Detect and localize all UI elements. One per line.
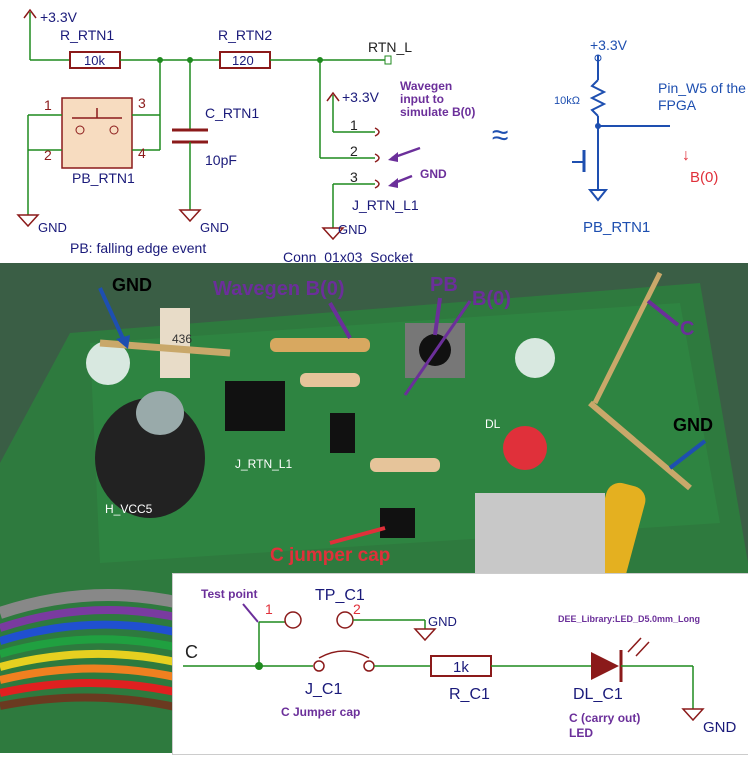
net-c-label: C: [185, 642, 198, 662]
svg-text:DEE_Library:LED_D5.0mm_Long: DEE_Library:LED_D5.0mm_Long: [558, 614, 700, 624]
pb-rtn1-label-text: PB_RTN1: [72, 170, 135, 186]
c-jumper-callout: C jumper cap: [270, 545, 390, 566]
svg-text:1: 1: [44, 97, 52, 113]
svg-text:1k: 1k: [453, 659, 469, 676]
r-rtn2-value: 120: [232, 53, 254, 68]
svg-text:GND: GND: [428, 614, 457, 629]
svg-text:2: 2: [353, 601, 361, 617]
r-rtn1-label: R_RTN1: [60, 27, 114, 43]
pb-callout: PB: [430, 274, 458, 296]
svg-text:GND: GND: [200, 220, 229, 235]
svg-text:436: 436: [172, 332, 192, 346]
svg-text:3: 3: [138, 95, 146, 111]
svg-text:10kΩ: 10kΩ: [554, 95, 580, 107]
svg-text:GND: GND: [338, 222, 367, 237]
svg-text:C_RTN1: C_RTN1: [205, 105, 259, 121]
svg-text:C (carry out): C (carry out): [569, 711, 640, 725]
svg-text:GND: GND: [420, 167, 447, 181]
gnd-callout-right: GND: [673, 415, 713, 435]
svg-text:DL: DL: [485, 417, 501, 431]
svg-text:DL_C1: DL_C1: [573, 686, 623, 703]
svg-text:LED: LED: [569, 726, 593, 740]
svg-text:↓: ↓: [682, 147, 690, 164]
svg-text:J_RTN_L1: J_RTN_L1: [235, 457, 292, 471]
svg-text:1: 1: [350, 117, 358, 133]
wavegen-note-text: Wavegen input to simulate B(0): [400, 80, 480, 119]
svg-text:C Jumper cap: C Jumper cap: [281, 705, 360, 719]
svg-text:2: 2: [350, 143, 358, 159]
svg-text:GND: GND: [703, 719, 737, 736]
svg-text:+3.3V: +3.3V: [590, 37, 628, 53]
wavegen-callout: Wavegen B(0): [213, 278, 345, 300]
r-rtn2-label: R_RTN2: [218, 27, 272, 43]
svg-text:H_VCC5: H_VCC5: [105, 502, 153, 516]
svg-text:1: 1: [265, 601, 273, 617]
svg-text:PB_RTN1: PB_RTN1: [583, 219, 650, 236]
pb-caption: PB: falling edge event: [70, 240, 206, 256]
vcc-label: +3.3V: [40, 9, 78, 25]
svg-text:+3.3V: +3.3V: [342, 89, 380, 105]
svg-text:10pF: 10pF: [205, 152, 237, 168]
svg-text:GND: GND: [38, 220, 67, 235]
svg-text:TP_C1: TP_C1: [315, 587, 365, 604]
bottom-schematic: Test point TP_C1 1 2 GND C J_C1 C Jumper…: [183, 587, 737, 740]
svg-text:2: 2: [44, 147, 52, 163]
b0-callout: B(0): [472, 288, 511, 310]
r-rtn1-value: 10k: [84, 53, 105, 68]
gnd-callout-top: GND: [112, 275, 152, 295]
pin-note: Pin_W5 of the FPGA: [658, 80, 746, 113]
svg-text:Conn_01x03_Socket: Conn_01x03_Socket: [283, 249, 413, 263]
rtn-l-label: RTN_L: [368, 39, 412, 55]
svg-text:4: 4: [138, 145, 146, 161]
test-point-label: Test point: [201, 587, 257, 601]
bottom-schematic-panel: Test point TP_C1 1 2 GND C J_C1 C Jumper…: [172, 573, 748, 755]
b0-sketch-label: B(0): [690, 169, 718, 186]
svg-text:J_RTN_L1: J_RTN_L1: [352, 197, 419, 213]
svg-text:R_C1: R_C1: [449, 686, 490, 703]
svg-text:J_C1: J_C1: [305, 681, 342, 698]
hand-sketch: ≈ +3.3V 10kΩ Pin_W5 of the FPGA ↓ B(0) P…: [492, 37, 746, 236]
svg-text:≈: ≈: [492, 119, 508, 152]
svg-text:3: 3: [350, 169, 358, 185]
c-callout: C: [680, 318, 694, 340]
top-schematic: +3.3V R_RTN1 10k R_RTN2 120 RTN_L 1 2 3 …: [16, 8, 480, 263]
